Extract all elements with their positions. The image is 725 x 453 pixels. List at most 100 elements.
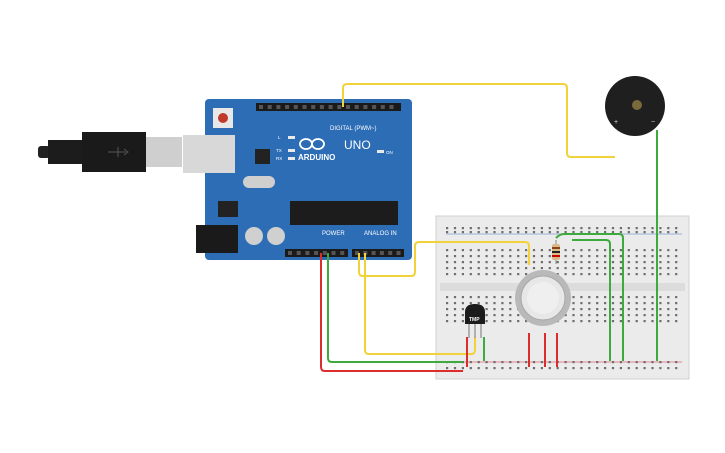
breadboard-hole[interactable] (659, 296, 662, 299)
breadboard-hole[interactable] (485, 302, 488, 305)
breadboard-hole[interactable] (540, 231, 543, 234)
breadboard-hole[interactable] (493, 296, 496, 299)
breadboard-hole[interactable] (446, 302, 449, 305)
breadboard-hole[interactable] (485, 314, 488, 317)
breadboard-hole[interactable] (651, 308, 654, 311)
breadboard-hole[interactable] (493, 367, 496, 370)
breadboard-hole[interactable] (611, 361, 615, 364)
breadboard-hole[interactable] (564, 261, 567, 264)
power-pin[interactable] (331, 251, 336, 255)
breadboard-hole[interactable] (572, 273, 575, 276)
breadboard-hole[interactable] (667, 361, 670, 364)
breadboard-hole[interactable] (635, 302, 638, 305)
breadboard-hole[interactable] (548, 231, 551, 234)
breadboard-hole[interactable] (501, 302, 504, 305)
breadboard-hole[interactable] (493, 261, 496, 264)
breadboard-hole[interactable] (588, 231, 591, 234)
breadboard-hole[interactable] (611, 255, 615, 258)
breadboard-hole[interactable] (501, 231, 504, 234)
breadboard-hole[interactable] (446, 231, 449, 234)
breadboard-hole[interactable] (540, 367, 543, 370)
breadboard-hole[interactable] (627, 367, 630, 370)
breadboard-hole[interactable] (548, 367, 551, 370)
breadboard-hole[interactable] (525, 320, 528, 323)
breadboard-hole[interactable] (540, 267, 543, 270)
breadboard-hole[interactable] (469, 296, 472, 299)
breadboard-hole[interactable] (667, 296, 670, 299)
breadboard-hole[interactable] (556, 367, 559, 370)
breadboard-hole[interactable] (572, 255, 575, 258)
breadboard-hole[interactable] (611, 249, 615, 252)
breadboard-hole[interactable] (485, 255, 488, 258)
digital-pin[interactable] (363, 105, 368, 109)
breadboard-hole[interactable] (580, 320, 583, 323)
breadboard-hole[interactable] (604, 320, 607, 323)
breadboard-hole[interactable] (627, 255, 630, 258)
breadboard-hole[interactable] (556, 227, 559, 230)
breadboard-hole[interactable] (588, 261, 591, 264)
breadboard-hole[interactable] (659, 231, 662, 234)
breadboard-hole[interactable] (477, 249, 480, 252)
breadboard-hole[interactable] (517, 320, 520, 323)
breadboard-hole[interactable] (509, 296, 512, 299)
breadboard-hole[interactable] (611, 296, 615, 299)
breadboard-hole[interactable] (517, 314, 520, 317)
breadboard-hole[interactable] (517, 231, 520, 234)
breadboard-hole[interactable] (509, 367, 512, 370)
breadboard-hole[interactable] (643, 261, 646, 264)
breadboard-hole[interactable] (532, 261, 536, 264)
breadboard-hole[interactable] (619, 320, 622, 323)
breadboard-hole[interactable] (596, 302, 599, 305)
breadboard-hole[interactable] (667, 227, 670, 230)
breadboard-hole[interactable] (493, 302, 496, 305)
breadboard-hole[interactable] (453, 296, 457, 299)
breadboard-hole[interactable] (485, 273, 488, 276)
breadboard-hole[interactable] (635, 231, 638, 234)
breadboard-hole[interactable] (525, 273, 528, 276)
breadboard-hole[interactable] (532, 361, 536, 364)
breadboard-hole[interactable] (532, 227, 536, 230)
breadboard-hole[interactable] (643, 249, 646, 252)
breadboard-hole[interactable] (604, 273, 607, 276)
breadboard-hole[interactable] (643, 367, 646, 370)
breadboard-hole[interactable] (485, 249, 488, 252)
breadboard-hole[interactable] (596, 314, 599, 317)
breadboard-hole[interactable] (572, 367, 575, 370)
analog-pin[interactable] (371, 251, 376, 255)
breadboard-hole[interactable] (509, 273, 512, 276)
breadboard-hole[interactable] (635, 273, 638, 276)
breadboard-hole[interactable] (675, 302, 678, 305)
breadboard-hole[interactable] (493, 255, 496, 258)
breadboard-hole[interactable] (659, 267, 662, 270)
breadboard-hole[interactable] (453, 231, 457, 234)
breadboard-hole[interactable] (469, 302, 472, 305)
breadboard-hole[interactable] (675, 314, 678, 317)
breadboard-hole[interactable] (596, 273, 599, 276)
breadboard-hole[interactable] (453, 314, 457, 317)
breadboard-hole[interactable] (643, 267, 646, 270)
breadboard-hole[interactable] (675, 267, 678, 270)
breadboard-hole[interactable] (651, 227, 654, 230)
breadboard-hole[interactable] (675, 367, 678, 370)
breadboard-hole[interactable] (461, 267, 464, 270)
breadboard-hole[interactable] (461, 302, 464, 305)
breadboard-hole[interactable] (556, 231, 559, 234)
breadboard-hole[interactable] (651, 249, 654, 252)
breadboard-hole[interactable] (635, 261, 638, 264)
breadboard-hole[interactable] (525, 261, 528, 264)
digital-pin[interactable] (276, 105, 281, 109)
breadboard-hole[interactable] (446, 296, 449, 299)
breadboard-hole[interactable] (659, 361, 662, 364)
breadboard-hole[interactable] (643, 302, 646, 305)
breadboard-hole[interactable] (493, 267, 496, 270)
buzzer[interactable]: + − (605, 76, 665, 136)
breadboard-hole[interactable] (611, 302, 615, 305)
breadboard-hole[interactable] (453, 261, 457, 264)
breadboard-hole[interactable] (667, 249, 670, 252)
breadboard-hole[interactable] (501, 320, 504, 323)
breadboard-hole[interactable] (509, 231, 512, 234)
breadboard-hole[interactable] (564, 227, 567, 230)
breadboard-hole[interactable] (485, 231, 488, 234)
breadboard-hole[interactable] (525, 249, 528, 252)
breadboard-hole[interactable] (564, 249, 567, 252)
